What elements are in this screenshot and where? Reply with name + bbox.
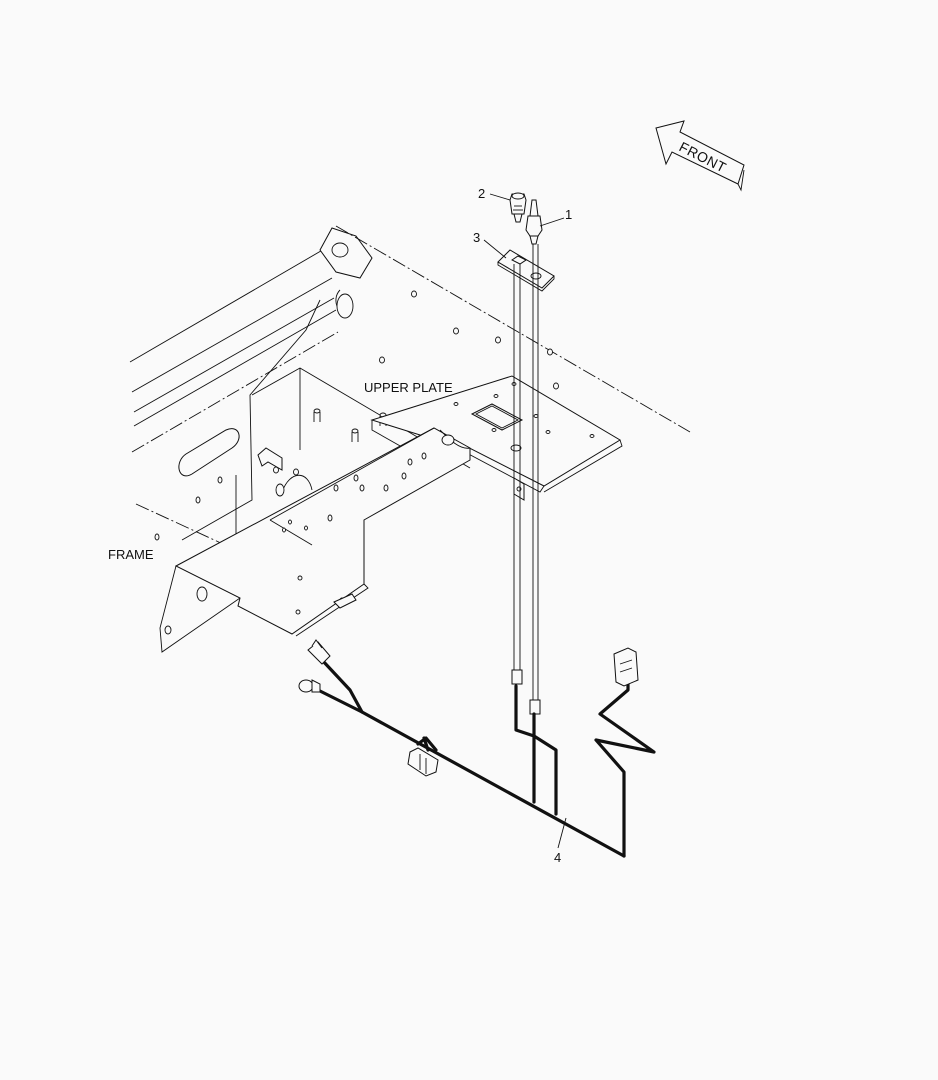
- wire-harness: [298, 639, 656, 858]
- part-3-plate: [497, 249, 555, 292]
- part-2-switch: [509, 192, 527, 223]
- vertical-leads: [511, 244, 541, 715]
- callout-3: 3: [473, 230, 480, 245]
- callout-4: 4: [554, 850, 561, 865]
- front-arrow: FRONT: [655, 120, 745, 192]
- frame-label: FRAME: [108, 547, 154, 562]
- callout-2: 2: [478, 186, 485, 201]
- frame-structure: [129, 225, 691, 551]
- upper-plate: [370, 375, 623, 501]
- callout-1: 1: [565, 207, 572, 222]
- part-1-sensor: [525, 199, 543, 245]
- upper-plate-label: UPPER PLATE: [364, 380, 453, 395]
- mounting-bracket: [159, 427, 471, 653]
- callout-leaders: [483, 193, 567, 849]
